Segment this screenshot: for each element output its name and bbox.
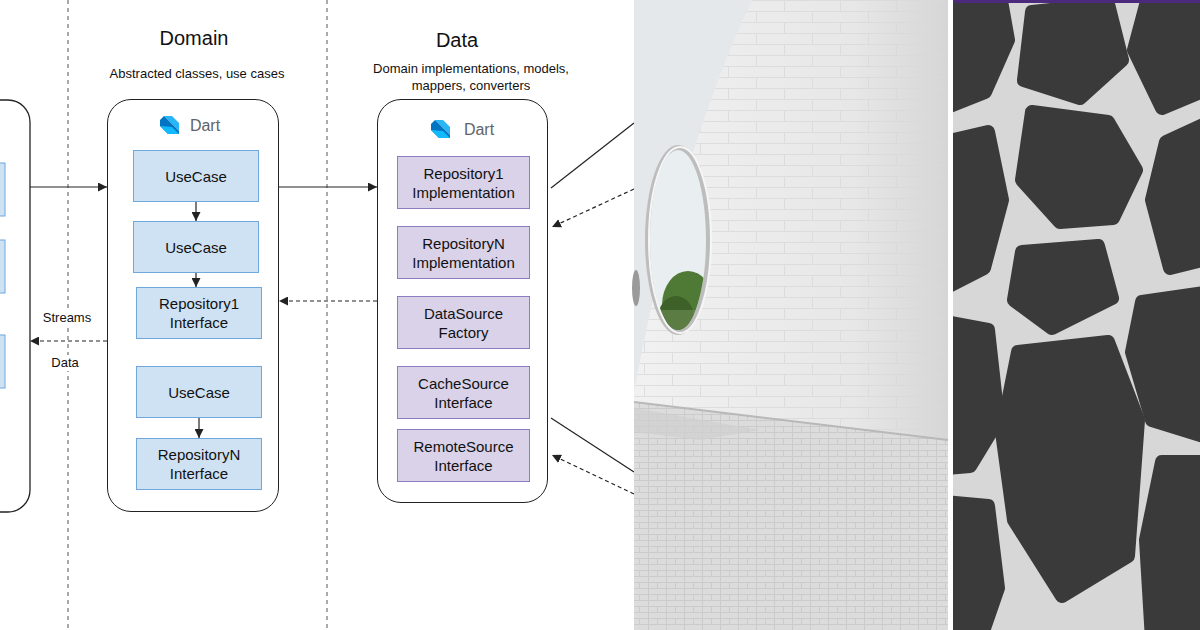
use-case-box: UseCase: [136, 366, 262, 418]
interface-box: Repository1 Interface: [136, 287, 262, 339]
box-label: UseCase: [165, 167, 227, 186]
box-label: RepositoryN Implementation: [404, 234, 523, 272]
use-case-box: UseCase: [133, 221, 259, 273]
layer-panel: DataDomain implementations, models, mapp…: [377, 99, 548, 503]
wall-photo: [632, 0, 948, 630]
stream-arrow: [30, 340, 107, 341]
column-subtitle: Abstracted classes, use cases: [82, 66, 312, 82]
cut-off-box: [0, 335, 5, 388]
texture-photo: [953, 0, 1200, 630]
call-arrow: [30, 186, 107, 187]
interface-box: RepositoryN Interface: [136, 438, 262, 490]
flow-arrow: [195, 273, 196, 287]
dart-logo: [160, 116, 179, 134]
layer-panel: DomainAbstracted classes, use casesDartU…: [107, 99, 279, 512]
interface-box: RemoteSource Interface: [397, 429, 530, 482]
cut-off-panel: [0, 100, 30, 512]
outgoing-line: [551, 123, 634, 188]
dart-logo: [431, 120, 450, 138]
flow-label: Streams: [41, 310, 93, 326]
cut-off-box: [0, 163, 5, 216]
box-label: Repository1 Interface: [143, 294, 255, 332]
box-label: UseCase: [165, 238, 227, 257]
incoming-line: [552, 189, 634, 227]
box-label: UseCase: [168, 383, 230, 402]
box-label: RepositoryN Interface: [143, 445, 255, 483]
logo-text: Dart: [449, 120, 509, 140]
column-heading: Domain: [94, 26, 294, 50]
factory-box: DataSource Factory: [397, 296, 530, 349]
column-subtitle: Domain implementations, models, mappers,…: [359, 60, 584, 94]
flow-arrow: [279, 300, 377, 301]
box-label: CacheSource Interface: [404, 374, 523, 412]
incoming-line: [552, 455, 634, 494]
logo-text: Dart: [175, 116, 235, 136]
cut-off-box: [0, 240, 5, 293]
column-divider: [327, 0, 328, 630]
box-label: Repository1 Implementation: [404, 164, 523, 202]
flow-arrow: [279, 186, 377, 187]
flow-label: Data: [49, 355, 80, 371]
implementation-box: Repository1 Implementation: [397, 156, 530, 209]
flow-arrow: [195, 202, 196, 221]
implementation-box: RepositoryN Implementation: [397, 226, 530, 279]
interface-box: CacheSource Interface: [397, 366, 530, 419]
column-heading: Data: [357, 28, 557, 52]
box-label: RemoteSource Interface: [404, 437, 523, 475]
outgoing-line: [551, 418, 634, 472]
flow-arrow: [198, 418, 199, 438]
box-label: DataSource Factory: [404, 304, 523, 342]
use-case-box: UseCase: [133, 150, 259, 202]
